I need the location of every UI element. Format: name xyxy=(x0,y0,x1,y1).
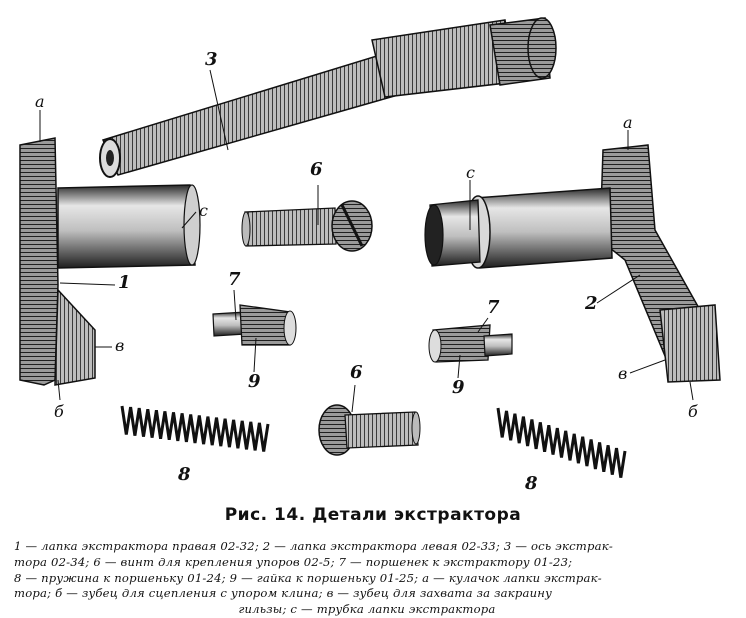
spring-right-part xyxy=(496,407,627,478)
figure-legend: 1 — лапка экстрактора правая 02-32; 2 — … xyxy=(14,539,720,618)
left-lever-part xyxy=(424,144,721,383)
label-screw-bottom: 6 xyxy=(350,362,363,383)
label-letter-c-right: c xyxy=(466,163,475,182)
extractor-parts-illustration: 3 6 6 1 2 7 9 7 9 8 8 a a c c в в б б xyxy=(19,17,721,494)
label-screw-top: 6 xyxy=(310,159,323,180)
legend-line: 8 — пружина к поршеньку 01-24; 9 — гайка… xyxy=(14,570,602,585)
right-lever-part xyxy=(19,137,201,386)
spring-left-part xyxy=(120,405,270,452)
label-spring-right: 8 xyxy=(525,473,538,494)
piston-right-part xyxy=(428,324,513,363)
label-right-lever: 1 xyxy=(118,272,131,293)
label-nut-left: 9 xyxy=(248,371,261,392)
parts-drawing xyxy=(19,17,721,478)
figure-caption-title: Рис. 14. Детали экстрактора xyxy=(224,505,522,525)
leader-lines xyxy=(39,69,694,413)
legend-line: гильзы; с — трубка лапки экстрактора xyxy=(238,602,496,617)
label-letter-a-left: a xyxy=(35,92,45,111)
label-piston-right: 7 xyxy=(487,297,500,318)
label-letter-v-right: в xyxy=(618,364,628,383)
legend-line: тора 02-34; 6 — винт для крепления упоро… xyxy=(14,554,573,569)
label-piston-left: 7 xyxy=(228,269,241,290)
label-letter-c-left: c xyxy=(199,201,208,220)
extractor-axis-part xyxy=(99,17,557,178)
legend-line: тора; б — зубец для сцепления с упором к… xyxy=(14,586,553,601)
label-spring-left: 8 xyxy=(178,464,191,485)
label-left-lever: 2 xyxy=(585,293,598,314)
label-axis: 3 xyxy=(205,49,218,70)
label-letter-b-left: б xyxy=(54,402,64,421)
label-nut-right: 9 xyxy=(452,377,465,398)
label-letter-a-right: a xyxy=(623,113,633,132)
piston-left-part xyxy=(212,304,297,346)
label-letter-v-left: в xyxy=(115,336,125,355)
legend-line: 1 — лапка экстрактора правая 02-32; 2 — … xyxy=(14,539,613,553)
label-letter-b-right: б xyxy=(688,402,698,421)
screw-bottom-part xyxy=(318,404,421,456)
screw-top-part xyxy=(241,200,373,252)
